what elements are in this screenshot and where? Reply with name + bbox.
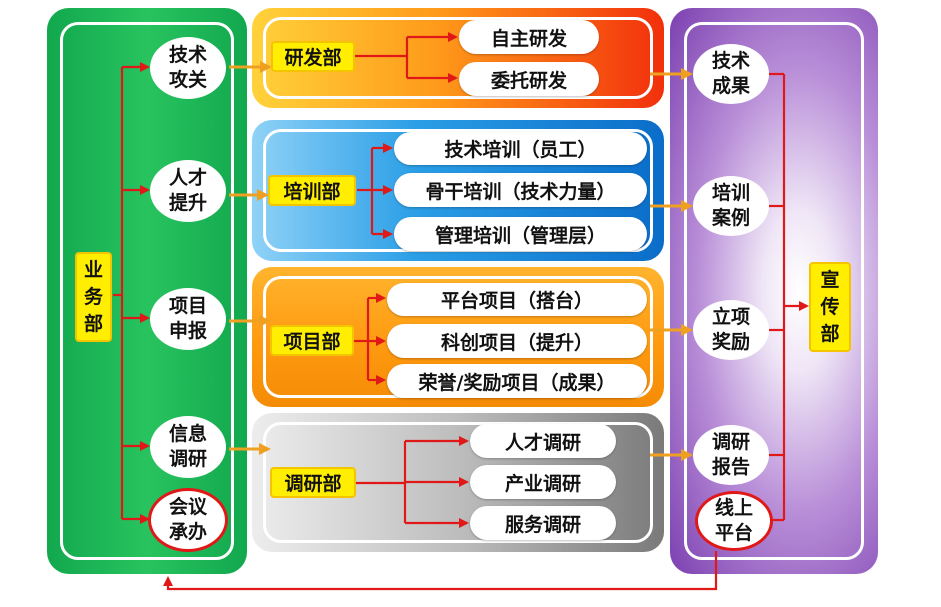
- business-dept-char-1: 业: [83, 258, 103, 281]
- output-training-cases-line1: 培训: [711, 182, 750, 204]
- task-talent-improvement: 人才 提升: [150, 160, 226, 222]
- business-dept-label: 业 务 部: [75, 252, 112, 342]
- publicity-dept-char-1: 宣: [820, 268, 840, 291]
- output-online-platform-line2: 平台: [714, 522, 753, 544]
- task-talent-improvement-line1: 人才: [168, 167, 207, 189]
- publicity-dept-char-2: 传: [820, 295, 840, 318]
- output-research-reports-line1: 调研: [711, 431, 750, 453]
- task-talent-improvement-line2: 提升: [168, 192, 207, 214]
- research-panel-inner-ring: [263, 422, 653, 543]
- research-dept-label: 调研部: [270, 467, 356, 498]
- business-dept-char-3: 部: [83, 312, 103, 335]
- output-project-awards: 立项 奖励: [693, 300, 769, 360]
- task-tech-breakthrough-line1: 技术: [168, 44, 207, 66]
- project-item-honor: 荣誉/奖励项目（成果）: [387, 364, 647, 398]
- task-project-application-line2: 申报: [168, 320, 207, 342]
- business-dept-char-2: 务: [83, 285, 103, 308]
- task-info-research-line2: 调研: [168, 448, 207, 470]
- publicity-dept-label: 宣 传 部: [809, 262, 851, 352]
- rd-item-commissioned: 委托研发: [459, 62, 599, 96]
- task-tech-breakthrough: 技术 攻关: [150, 37, 226, 99]
- task-conference-hosting-line2: 承办: [168, 521, 207, 543]
- business-column-inner-ring: [60, 22, 234, 560]
- task-info-research-line1: 信息: [168, 423, 207, 445]
- task-conference-hosting-line1: 会议: [168, 496, 207, 518]
- training-dept-label: 培训部: [268, 175, 356, 206]
- output-tech-results-line2: 成果: [711, 75, 750, 97]
- publicity-dept-char-3: 部: [820, 322, 840, 345]
- project-dept-label: 项目部: [270, 325, 354, 356]
- training-item-staff: 技术培训（员工）: [394, 132, 647, 165]
- research-item-industry: 产业调研: [470, 465, 616, 499]
- project-item-platform: 平台项目（搭台）: [387, 283, 647, 316]
- task-info-research: 信息 调研: [150, 416, 226, 478]
- task-tech-breakthrough-line2: 攻关: [168, 69, 207, 91]
- rd-panel-inner-ring: [263, 17, 653, 99]
- rd-item-independent: 自主研发: [459, 20, 599, 54]
- output-training-cases: 培训 案例: [693, 176, 769, 236]
- output-project-awards-line2: 奖励: [711, 331, 750, 353]
- project-item-innovation: 科创项目（提升）: [387, 324, 647, 358]
- task-project-application-line1: 项目: [168, 295, 207, 317]
- training-item-backbone: 骨干培训（技术力量）: [394, 173, 647, 207]
- output-research-reports-line2: 报告: [711, 456, 750, 478]
- output-online-platform: 线上 平台: [695, 491, 773, 551]
- feedback-loop-arrow: [163, 551, 718, 591]
- output-training-cases-line2: 案例: [711, 207, 750, 229]
- training-item-management: 管理培训（管理层）: [394, 217, 647, 251]
- research-item-service: 服务调研: [470, 506, 616, 540]
- rd-dept-label: 研发部: [271, 41, 355, 72]
- output-project-awards-line1: 立项: [711, 306, 750, 328]
- task-conference-hosting: 会议 承办: [148, 488, 228, 552]
- output-tech-results: 技术 成果: [693, 44, 769, 104]
- output-online-platform-line1: 线上: [714, 497, 753, 519]
- task-project-application: 项目 申报: [150, 288, 226, 350]
- output-research-reports: 调研 报告: [693, 425, 769, 485]
- research-item-talent: 人才调研: [470, 424, 616, 458]
- publicity-column-inner-ring: [684, 22, 864, 560]
- output-tech-results-line1: 技术: [711, 50, 750, 72]
